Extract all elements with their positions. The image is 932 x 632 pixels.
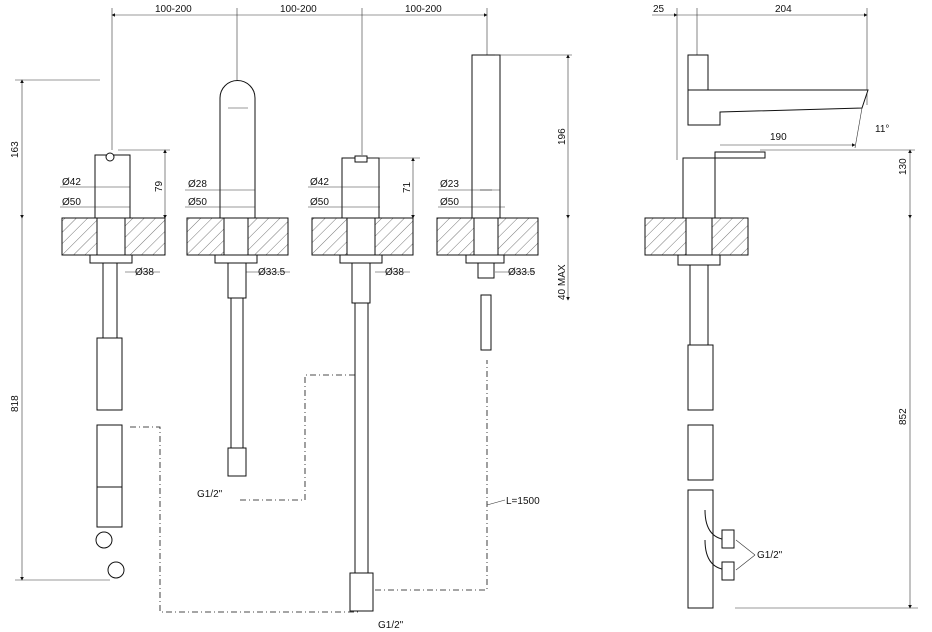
handshower-dia-shank: Ø33.5 (508, 267, 536, 278)
spout-connection: G1/2" (197, 489, 223, 500)
mixer2-dia-top: Ø42 (310, 177, 329, 188)
mixer2-height: 71 (402, 181, 413, 193)
side-reach: 190 (770, 132, 787, 143)
handshower-dia-base: Ø50 (440, 197, 459, 208)
mixer1-dia-base: Ø50 (62, 197, 81, 208)
side-offset: 25 (653, 4, 665, 15)
side-connection: G1/2" (757, 550, 783, 561)
mixer-left: 79 Ø42 Ø50 Ø38 (60, 149, 170, 579)
side-total: 852 (898, 408, 909, 425)
spacing-label-3: 100-200 (405, 4, 442, 15)
height-818: 818 (10, 395, 21, 412)
handshower-dia-top: Ø23 (440, 179, 459, 190)
handshower: 196 40 MAX Ø23 Ø50 Ø33.5 L=1500 (438, 54, 572, 507)
height-163: 163 (10, 141, 21, 158)
spacing-dimensions: 100-200 100-200 100-200 (111, 4, 488, 155)
spout: Ø28 Ø50 Ø33.5 G1/2" (185, 80, 360, 501)
left-dimensions: 163 818 (10, 79, 110, 581)
side-angle: 11° (875, 124, 889, 135)
side-length: 204 (775, 4, 792, 15)
mixer1-dia-top: Ø42 (62, 177, 81, 188)
spout-dia-top: Ø28 (188, 179, 207, 190)
spout-dia-base: Ø50 (188, 197, 207, 208)
handshower-height: 196 (557, 128, 568, 145)
spacing-label-2: 100-200 (280, 4, 317, 15)
side-height: 130 (898, 158, 909, 175)
handshower-max-thickness: 40 MAX (557, 264, 568, 300)
spacing-label-1: 100-200 (155, 4, 192, 15)
mixer1-height: 79 (154, 180, 165, 192)
spout-dia-shank: Ø33.5 (258, 267, 286, 278)
mixer1-dia-shank: Ø38 (135, 267, 154, 278)
side-view: 25 204 190 11° 130 852 G1/2" (652, 4, 918, 609)
mixer2-connection: G1/2" (378, 620, 404, 631)
mixer2-dia-base: Ø50 (310, 197, 329, 208)
handshower-hose-length: L=1500 (506, 496, 540, 507)
mixer2-dia-shank: Ø38 (385, 267, 404, 278)
countertop-sections (61, 217, 749, 256)
mixer-right: 71 Ø42 Ø50 Ø38 G1/2" (130, 155, 488, 631)
